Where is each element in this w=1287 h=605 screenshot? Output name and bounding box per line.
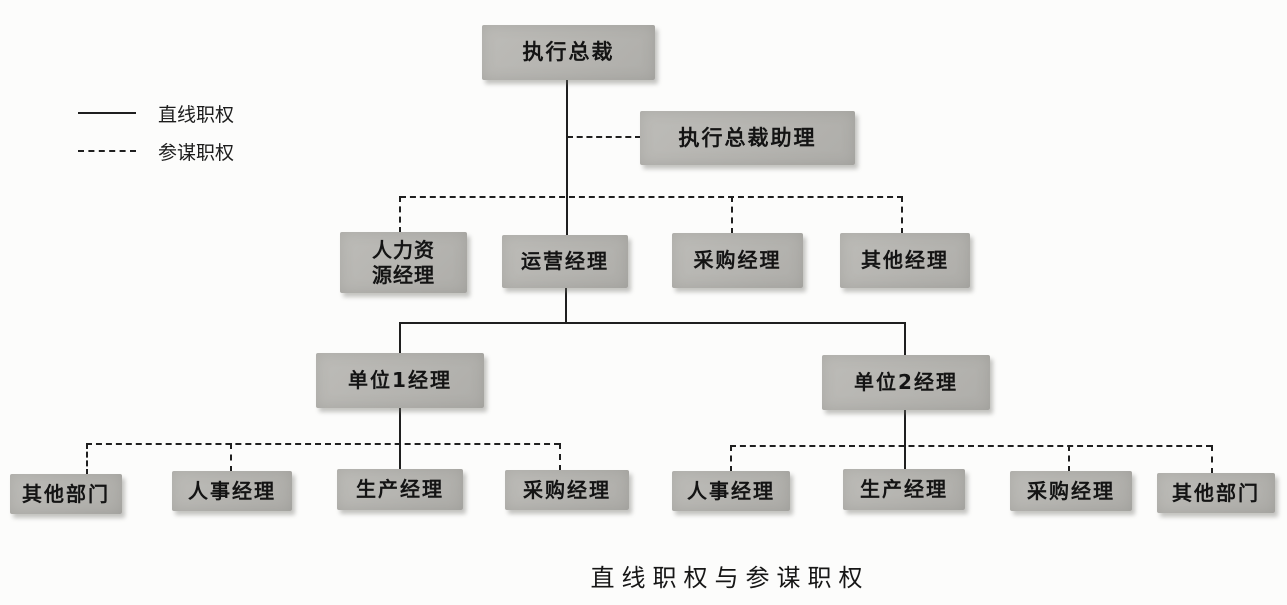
node-ceo: 执行总裁 [482,25,655,80]
edge-unit1-other-drop-dashed [86,443,88,475]
node-unit2-personnel-manager: 人事经理 [672,471,790,511]
node-unit1-production-manager: 生产经理 [337,469,463,510]
node-unit2-production-manager: 生产经理 [843,469,965,510]
edge-unit2-horizontal-dashed [730,445,1212,447]
legend-label: 直线职权 [158,104,235,126]
edge-unit1-purchasing-drop-dashed [559,443,561,471]
edge-unit2-production-solid [904,410,906,470]
edge-unit2-drop-solid [904,322,906,356]
edge-units-horizontal-solid [399,322,906,324]
edge-unit2-personnel-drop-dashed [730,445,732,472]
edge-unit2-purchasing-drop-dashed [1068,445,1070,472]
edge-ceo-operations-solid [566,80,568,236]
legend-label: 参谋职权 [158,142,235,164]
edge-operations-units-solid [565,288,567,324]
legend: 直线职权 参谋职权 [78,98,234,174]
node-unit2-other-departments: 其他部门 [1157,473,1275,513]
legend-item-staff-authority: 参谋职权 [78,136,234,166]
node-unit1-other-departments: 其他部门 [10,474,122,514]
edge-unit1-production-solid [399,408,401,470]
node-unit1-personnel-manager: 人事经理 [172,471,292,511]
node-unit2-manager: 单位2经理 [822,355,990,410]
edge-purchasing-drop-dashed [731,196,733,234]
figure-caption: 直线职权与参谋职权 [590,566,870,592]
edge-hr-drop-dashed [399,196,401,233]
edge-unit2-other-drop-dashed [1211,445,1213,474]
node-operations-manager: 运营经理 [502,235,628,288]
edge-unit1-drop-solid [399,322,401,354]
edge-trunk-assistant-dashed [567,136,641,138]
legend-item-line-authority: 直线职权 [78,98,234,128]
edge-row2-horizontal-dashed [400,196,903,198]
node-unit1-purchasing-manager: 采购经理 [505,470,629,510]
solid-line-sample [78,112,136,114]
edge-unit1-personnel-drop-dashed [230,443,232,472]
dashed-line-sample [78,150,136,152]
node-hr-manager: 人力资源经理 [340,232,467,293]
node-ceo-assistant: 执行总裁助理 [640,111,855,165]
node-other-managers: 其他经理 [840,233,970,288]
node-unit2-purchasing-manager: 采购经理 [1010,471,1132,511]
node-unit1-manager: 单位1经理 [316,353,484,408]
edge-other-managers-drop-dashed [901,196,903,234]
edge-unit1-horizontal-dashed [86,443,560,445]
node-purchasing-manager: 采购经理 [672,233,803,288]
